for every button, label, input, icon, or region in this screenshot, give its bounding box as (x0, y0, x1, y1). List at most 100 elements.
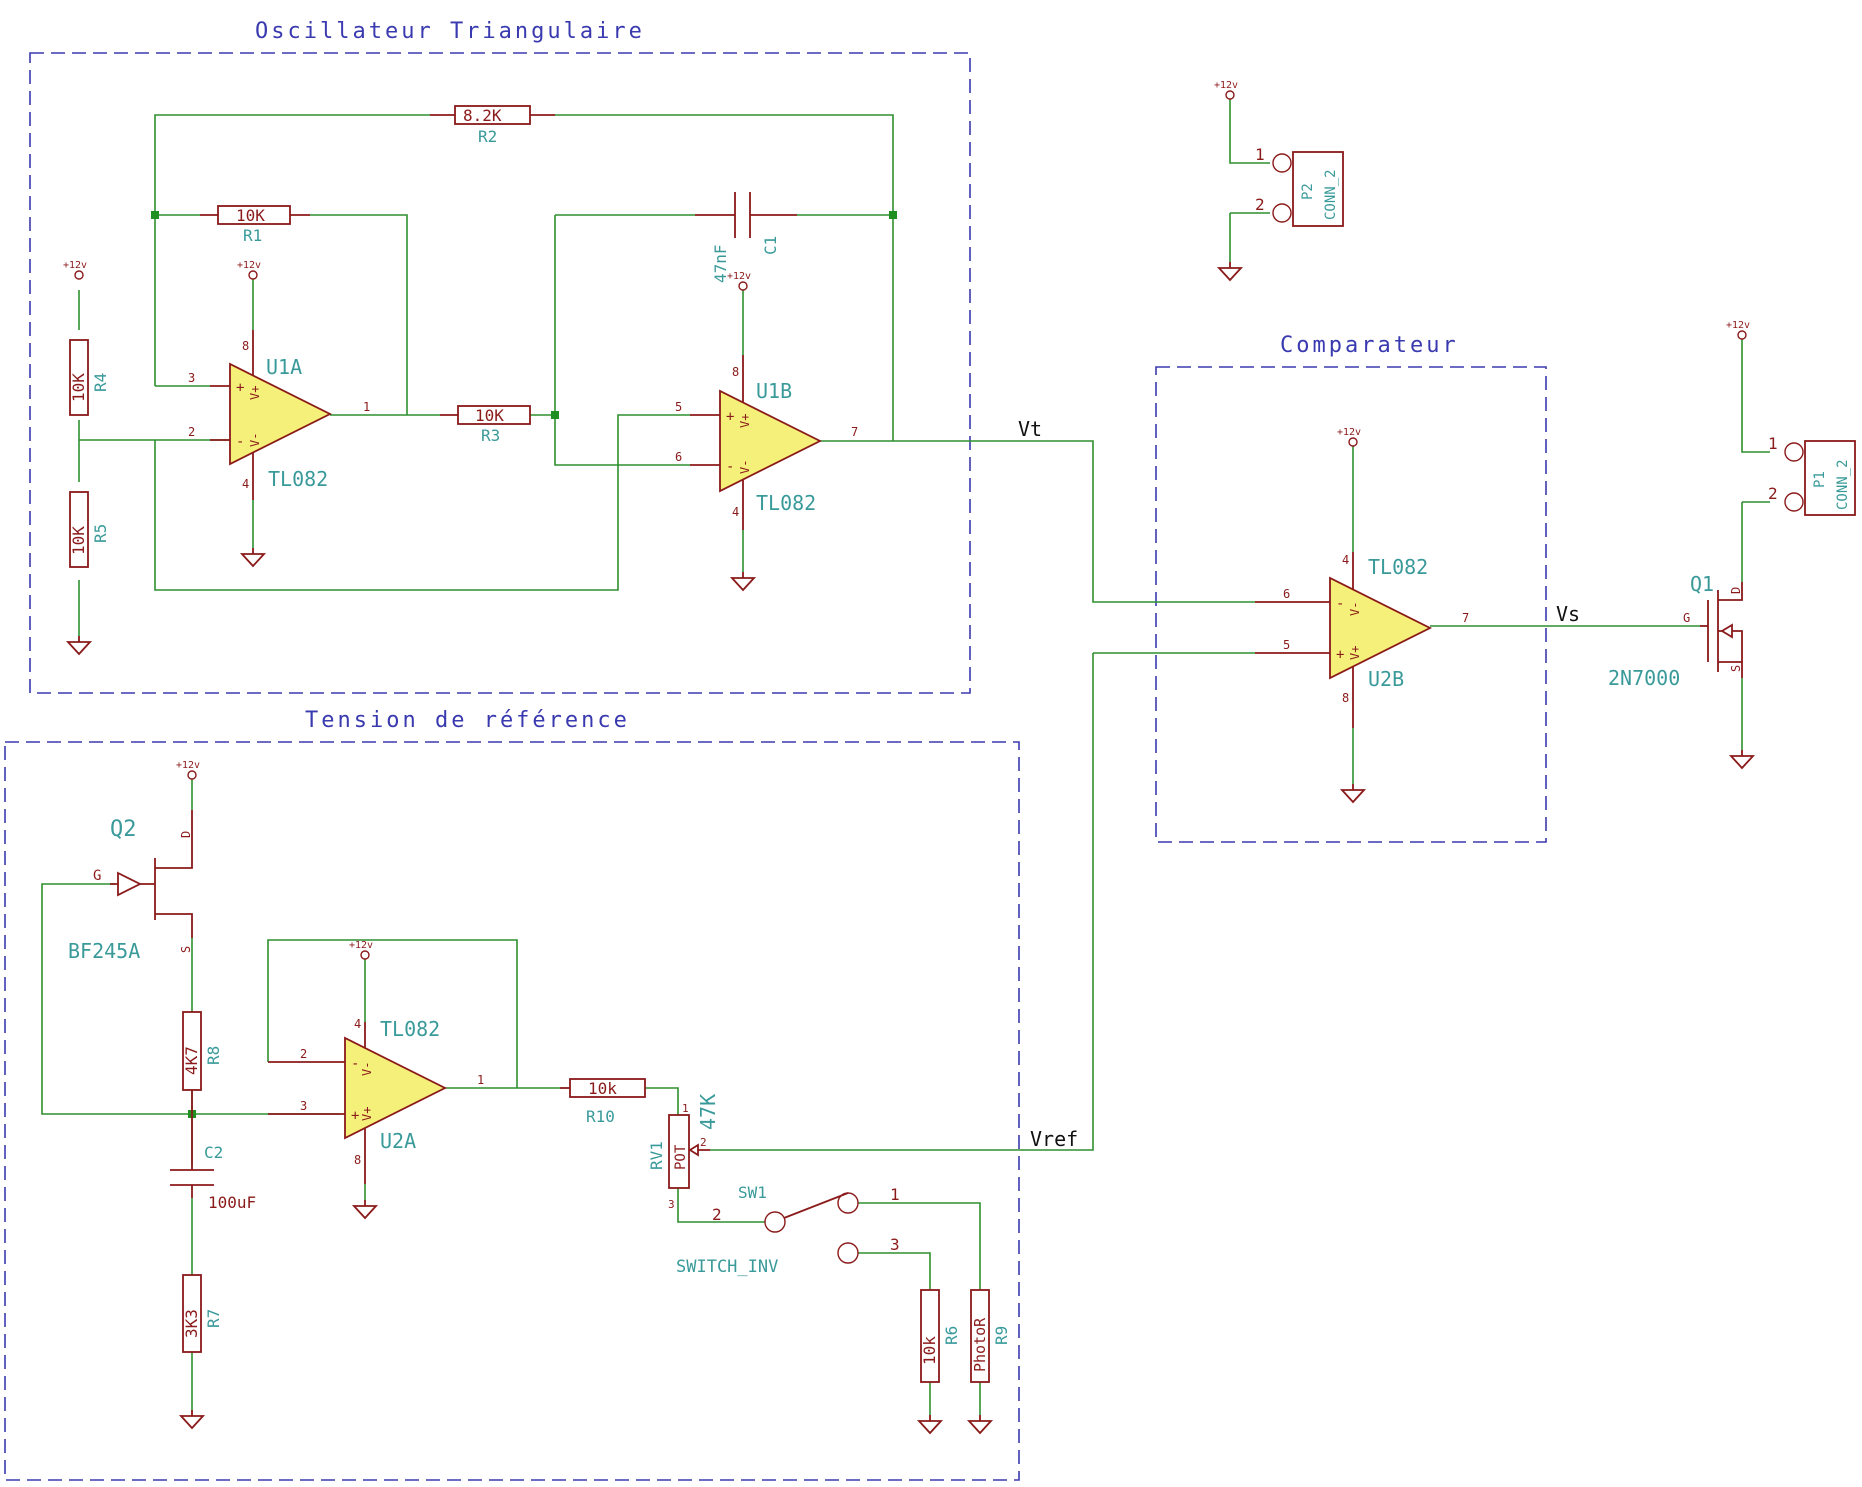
p1-value: CONN_2 (1835, 459, 1851, 510)
jfet-q2: G D S Q2 BF245A (68, 810, 193, 963)
r1-ref: R1 (243, 226, 262, 245)
u1b-vplus: V+ (738, 414, 752, 428)
u1a-pin4: 4 (242, 477, 249, 491)
net-labels: Vt Vs Vref (1018, 417, 1580, 1151)
u2a-ref: U2A (380, 1129, 416, 1153)
u1b-pin6: 6 (675, 450, 682, 464)
switch-sw1: 2 1 3 SW1 SWITCH_INV (676, 1183, 900, 1277)
u1b-pin5: 5 (675, 400, 682, 414)
c1-value: 47nF (711, 244, 730, 283)
connector-p2: 1 2 P2 CONN_2 (1255, 145, 1344, 227)
r6-ref: R6 (942, 1326, 961, 1345)
net-vt: Vt (1018, 417, 1042, 441)
power-label: +12v (1214, 80, 1238, 91)
u2b-pin5: 5 (1283, 638, 1290, 652)
r7-ref: R7 (204, 1309, 223, 1328)
u2a-value: TL082 (380, 1017, 440, 1041)
rv1-value: 47K (696, 1094, 720, 1130)
u1b-ref: U1B (756, 379, 792, 403)
u2a-vminus: V- (360, 1062, 374, 1076)
resistor-r8: 4K7 R8 (182, 1011, 223, 1091)
u1b-pin4: 4 (732, 505, 739, 519)
rv1-pin1: 1 (682, 1102, 689, 1115)
q2-pin-s: S (179, 946, 193, 953)
r6-value: 10k (920, 1336, 939, 1365)
r5-value: 10K (69, 526, 88, 555)
r9-value: PhotoR (971, 1317, 989, 1372)
resistor-r10: 10k R10 (560, 1078, 646, 1126)
u1b-value: TL082 (756, 491, 816, 515)
power-label: +12v (727, 271, 751, 282)
u1a-minus: - (236, 434, 244, 450)
q2-pin-g: G (93, 868, 101, 884)
wires (41, 98, 1770, 1415)
power-symbols: +12v +12v +12v +12v +12v +12v +12v +12v (63, 80, 1750, 960)
p1-ref: P1 (1812, 471, 1828, 488)
comparator-title: Comparateur (1280, 333, 1459, 358)
power-label: +12v (1337, 427, 1361, 438)
u2b-pin7: 7 (1462, 611, 1469, 625)
resistor-r4: 10K R4 (69, 339, 110, 416)
r10-ref: R10 (586, 1107, 615, 1126)
u2a-pin2: 2 (300, 1047, 307, 1061)
q1-pin-g: G (1683, 611, 1690, 625)
power-label: +12v (237, 260, 261, 271)
resistor-r1: 10K R1 (200, 205, 310, 245)
u1b-minus: - (726, 459, 734, 475)
power-label: +12v (176, 760, 200, 771)
r1-value: 10K (236, 206, 265, 225)
rv1-pin3: 3 (668, 1198, 675, 1211)
c2-ref: C2 (204, 1143, 223, 1162)
u1b-pin8: 8 (732, 365, 739, 379)
u2a-pin4: 4 (354, 1017, 361, 1031)
u1a-pin8: 8 (242, 339, 249, 353)
u2a-plus: + (351, 1108, 359, 1124)
r8-value: 4K7 (182, 1046, 201, 1075)
r8-ref: R8 (204, 1046, 223, 1065)
sw1-pin1: 1 (890, 1185, 900, 1204)
reference-block: Tension de référence (4, 708, 1020, 1481)
p2-pin1: 1 (1255, 145, 1265, 164)
r9-ref: R9 (992, 1326, 1011, 1345)
net-vref: Vref (1030, 1127, 1078, 1151)
u2a-vplus: V+ (360, 1107, 374, 1121)
r5-ref: R5 (91, 524, 110, 543)
rv1-ref: RV1 (647, 1141, 666, 1170)
resistor-r5: 10K R5 (69, 491, 110, 568)
c2-value: 100uF (208, 1193, 256, 1212)
q1-pin-s: S (1729, 665, 1743, 672)
r2-ref: R2 (478, 127, 497, 146)
junctions (151, 211, 897, 1118)
u2b-ref: U2B (1368, 667, 1404, 691)
u1a-pin3: 3 (188, 371, 195, 385)
u1a-pin2: 2 (188, 425, 195, 439)
u1a-vplus: V+ (248, 386, 262, 400)
q2-ref: Q2 (110, 817, 137, 842)
q1-value: 2N7000 (1608, 666, 1680, 690)
power-label: +12v (63, 260, 87, 271)
resistor-r6: 10k R6 (920, 1289, 961, 1383)
q2-pin-d: D (179, 831, 193, 838)
u2b-value: TL082 (1368, 555, 1428, 579)
u1b-plus: + (726, 409, 734, 425)
opamp-u1b: + - V+ V- 5 6 8 4 7 U1B TL082 (675, 355, 858, 530)
r10-value: 10k (588, 1079, 617, 1098)
ground-symbols (67, 261, 1754, 1434)
r7-value: 3K3 (182, 1309, 201, 1338)
resistor-r9: PhotoR R9 (970, 1289, 1011, 1383)
u2a-pin8: 8 (354, 1153, 361, 1167)
u1a-value: TL082 (268, 467, 328, 491)
p2-ref: P2 (1300, 183, 1316, 200)
capacitor-c1: 47nF C1 (695, 192, 797, 283)
power-label: +12v (349, 940, 373, 951)
sw1-pin3: 3 (890, 1235, 900, 1254)
p2-pin2: 2 (1255, 195, 1265, 214)
u2b-vplus: V+ (1348, 646, 1362, 660)
sw1-pin2: 2 (712, 1205, 722, 1224)
rv1-body: POT (673, 1144, 689, 1170)
u1a-pin1: 1 (363, 400, 370, 414)
u2a-pin3: 3 (300, 1099, 307, 1113)
u1a-plus: + (236, 380, 244, 396)
power-label: +12v (1726, 320, 1750, 331)
net-vs: Vs (1556, 602, 1580, 626)
